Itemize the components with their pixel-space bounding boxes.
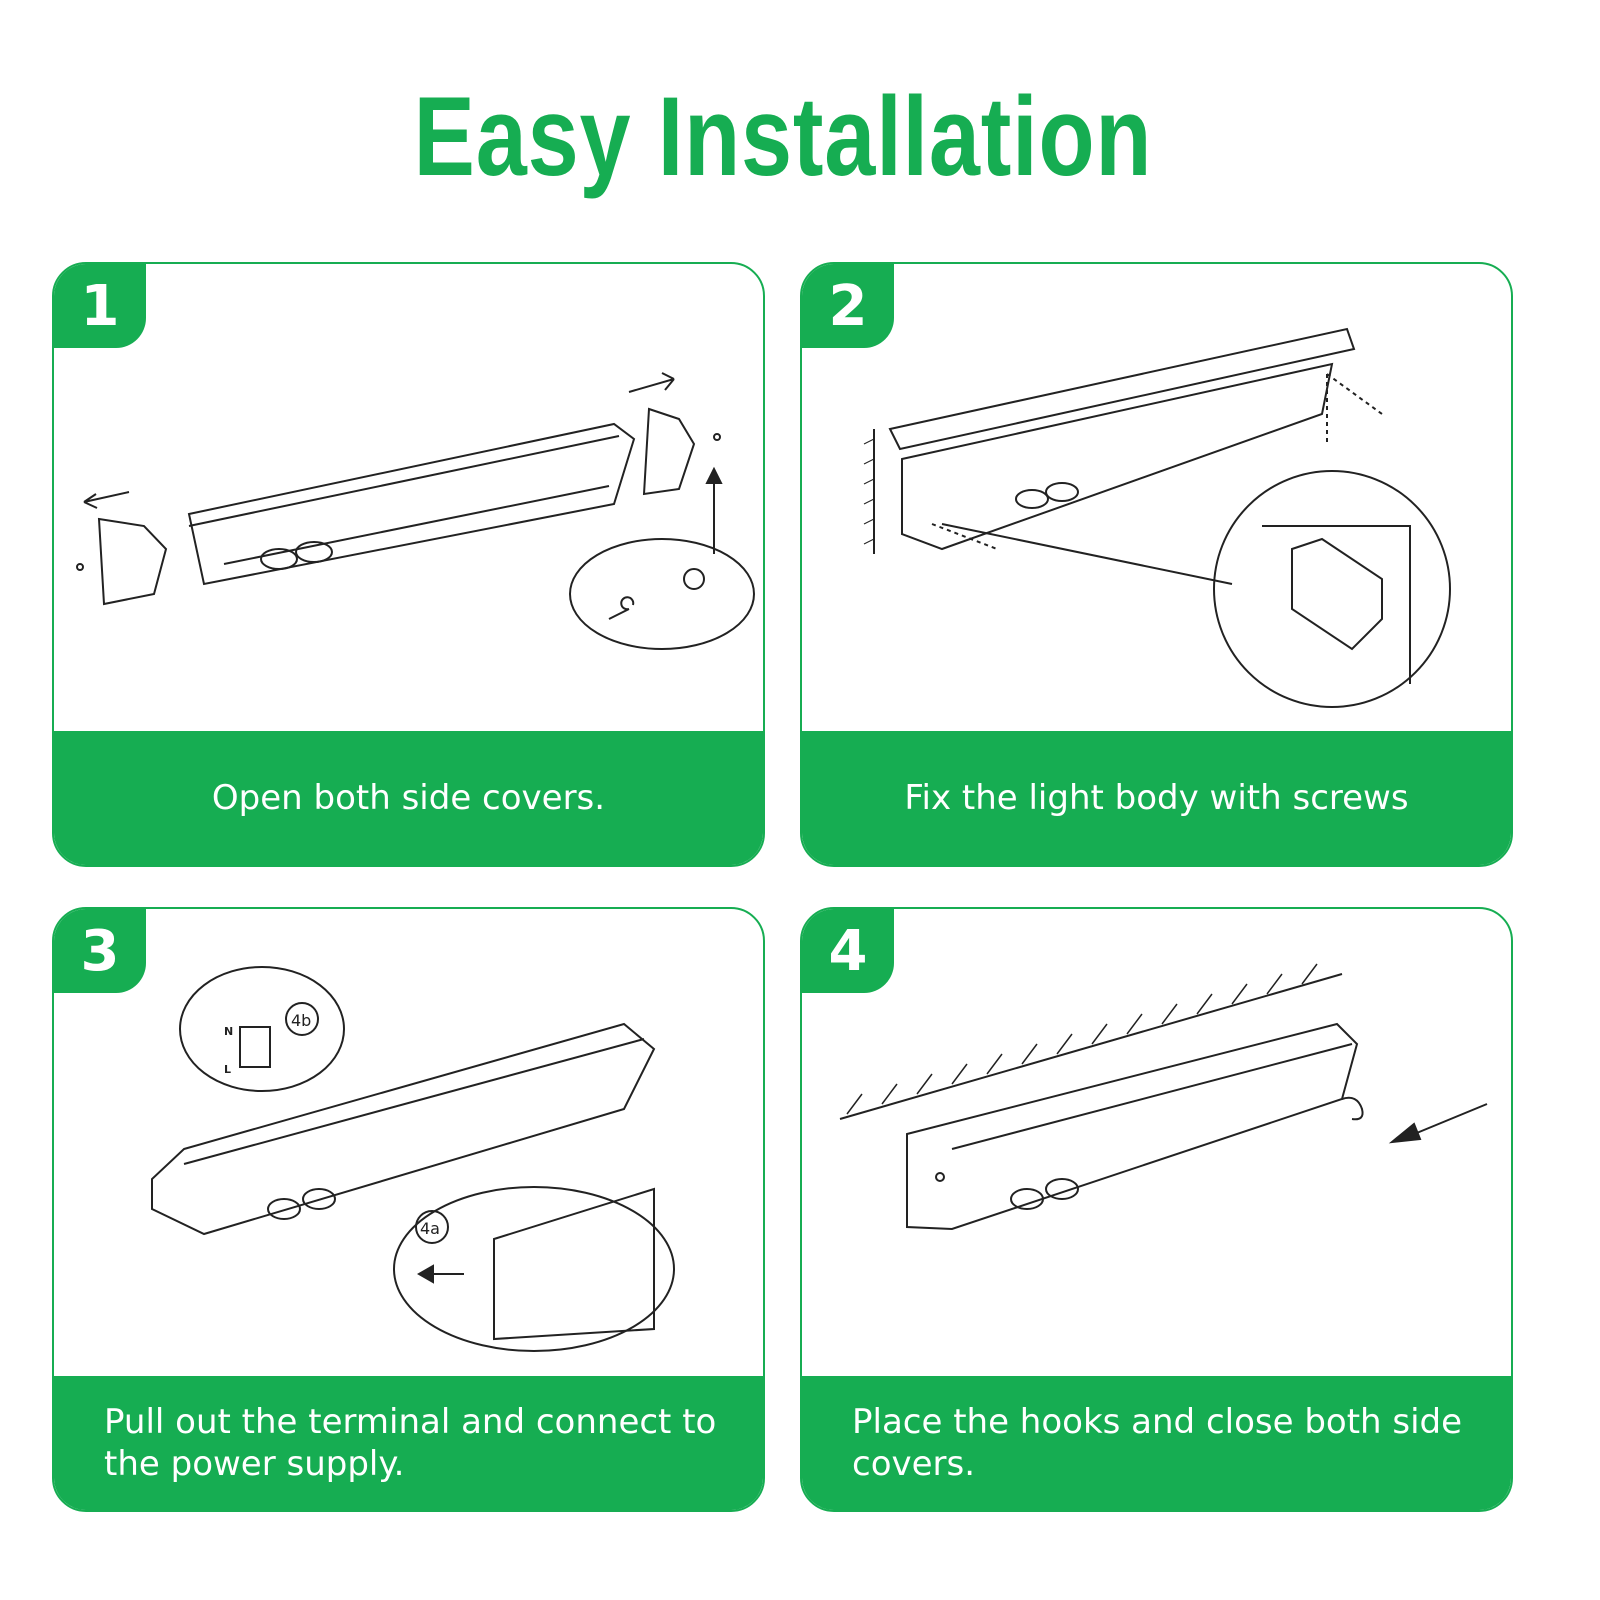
page-title: Easy Installation: [413, 74, 1153, 199]
step-4-illustration: [802, 909, 1511, 1380]
light-bar: [151, 1022, 656, 1236]
shelf: [888, 327, 1356, 451]
arrow-right: [628, 372, 675, 393]
step-caption: Place the hooks and close both side cove…: [802, 1376, 1511, 1510]
hook: [1341, 1096, 1364, 1121]
step-number: 2: [802, 264, 894, 348]
left-cover: [97, 517, 168, 606]
step-1-illustration: [54, 264, 763, 735]
step-number: 3: [54, 909, 146, 993]
label-4b: 4b: [291, 1011, 311, 1030]
step-caption: Pull out the terminal and connect to the…: [54, 1376, 763, 1510]
step-number: 1: [54, 264, 146, 348]
step-2-panel: 2 Fix the light body with screws: [800, 262, 1513, 867]
label-4a: 4a: [420, 1219, 440, 1238]
step-3-illustration: 4b N L 4a: [54, 909, 763, 1380]
light-bar: [901, 362, 1334, 551]
step-number: 4: [802, 909, 894, 993]
terminal-detail-4b: [179, 966, 345, 1092]
arrow: [1388, 1103, 1488, 1144]
label-n: N: [224, 1025, 233, 1038]
step-caption: Open both side covers.: [54, 731, 763, 865]
step-4-panel: 4 Place the hooks and close both side co…: [800, 907, 1513, 1512]
label-l: L: [224, 1063, 231, 1076]
arrow-left: [83, 491, 130, 509]
step-caption: Fix the light body with screws: [802, 731, 1511, 865]
step-2-illustration: [802, 264, 1511, 735]
terminal-detail-4a: [393, 1186, 675, 1352]
bracket-detail: [1213, 470, 1451, 708]
ceiling: [839, 973, 1343, 1120]
light-bar: [187, 422, 636, 586]
screw-detail: [569, 538, 755, 650]
step-1-panel: 1 Open both side covers.: [52, 262, 765, 867]
right-cover: [642, 407, 696, 496]
light-bar: [906, 1022, 1359, 1231]
step-3-panel: 4b N L 4a 3 Pull out the terminal and co…: [52, 907, 765, 1512]
